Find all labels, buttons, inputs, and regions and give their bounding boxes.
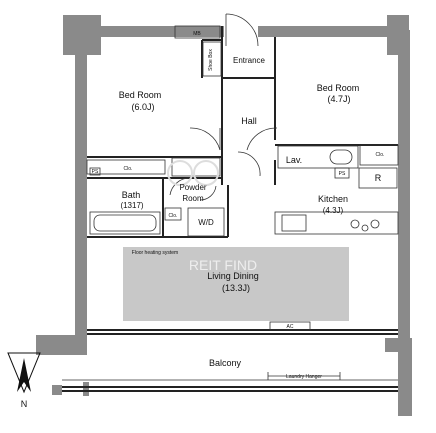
north-arrow-icon	[7, 352, 41, 394]
powder-room-line1: Powder	[179, 183, 206, 192]
closets	[86, 25, 399, 237]
mb-label: MB	[193, 31, 201, 37]
outer-walls	[36, 15, 412, 416]
entrance-label: Entrance	[233, 56, 266, 65]
ps-2-label: PS	[339, 171, 346, 177]
closet-3-label: Clo.	[169, 213, 178, 219]
bath-name: Bath	[122, 190, 141, 200]
watermark-logo	[167, 160, 219, 186]
closet-1-label: Clo.	[124, 166, 133, 172]
bathtub	[89, 211, 161, 235]
hall-label: Hall	[241, 116, 257, 126]
bed-room-2-name: Bed Room	[317, 83, 360, 93]
bed-room-1-size: (6.0J)	[131, 102, 154, 112]
ps-1-label: PS	[92, 169, 99, 175]
balcony-railing	[62, 372, 398, 381]
ac-label: AC	[287, 324, 294, 330]
living-dining-size: (13.3J)	[222, 283, 250, 293]
laundry-hanger-label: Laundry Hanger	[286, 374, 322, 380]
watermark-text: REIT FIND	[189, 257, 257, 273]
lav-label: Lav.	[286, 155, 302, 165]
living-dining-name: Living Dining	[207, 271, 259, 281]
shoe-box-label: Shoe Box	[208, 49, 214, 71]
kitchen-name: Kitchen	[318, 194, 348, 204]
wd-label: W/D	[198, 218, 214, 227]
powder-room-line2: Room	[182, 194, 204, 203]
door-swings	[169, 13, 278, 201]
floor-heating-label: Floor heating system	[132, 250, 178, 256]
balcony-label: Balcony	[209, 358, 242, 368]
toilet	[277, 145, 359, 169]
compass-label: N	[21, 399, 28, 409]
ac-unit	[269, 321, 311, 331]
closet-2-label: Clo.	[376, 152, 385, 158]
bath-size: (1317)	[120, 201, 143, 210]
floor-heating-area	[123, 247, 349, 321]
kitchen-size: (4.3J)	[323, 206, 344, 215]
kitchen-counter	[274, 211, 399, 235]
bed-room-2-size: (4.7J)	[327, 94, 350, 104]
bed-room-1-name: Bed Room	[119, 90, 162, 100]
refrigerator-label: R	[375, 173, 382, 183]
interior-walls	[62, 26, 398, 392]
